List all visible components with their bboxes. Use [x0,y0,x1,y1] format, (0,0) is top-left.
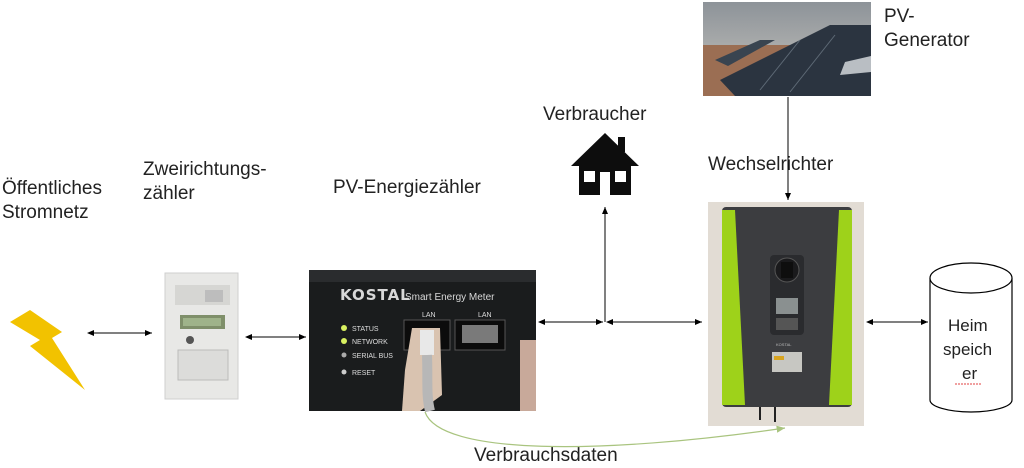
led-status-label: STATUS [352,326,379,333]
label-pv-generator: PV- Generator [884,6,970,51]
label-consumption-data: Verbrauchsdaten [474,445,618,466]
led-network-label: NETWORK [352,339,388,346]
lan-port-2-label: LAN [478,312,492,319]
storage-label-line1: Heim [948,316,988,335]
bidirectional-meter-image [164,272,239,400]
inverter-image: KOSTAL [708,202,864,426]
lan-port-1-label: LAN [422,312,436,319]
pv-generator-image [703,2,871,96]
label-consumer: Verbraucher [543,104,647,125]
led-reset-label: RESET [352,370,376,377]
storage-label-line3: er [962,364,977,383]
storage-label-line2: speich [943,340,992,359]
label-pv-meter: PV-Energiezähler [333,177,481,198]
meter-product-name: Smart Energy Meter [405,292,495,303]
house-icon [571,133,639,195]
label-bidirectional-meter: Zweirichtungs- zähler [143,159,267,204]
home-storage-cylinder [929,262,1013,413]
arrow-consumption-data [424,411,786,448]
led-serial-bus-label: SERIAL BUS [352,353,393,360]
pv-energy-meter-image: KOSTAL Smart Energy Meter LAN LAN STATUS… [309,270,536,413]
label-grid: Öffentliches Stromnetz [2,178,102,223]
inverter-brand: KOSTAL [776,342,792,347]
label-inverter: Wechselrichter [708,154,834,175]
kostal-brand: KOSTAL [340,286,411,304]
lightning-icon [10,310,85,390]
